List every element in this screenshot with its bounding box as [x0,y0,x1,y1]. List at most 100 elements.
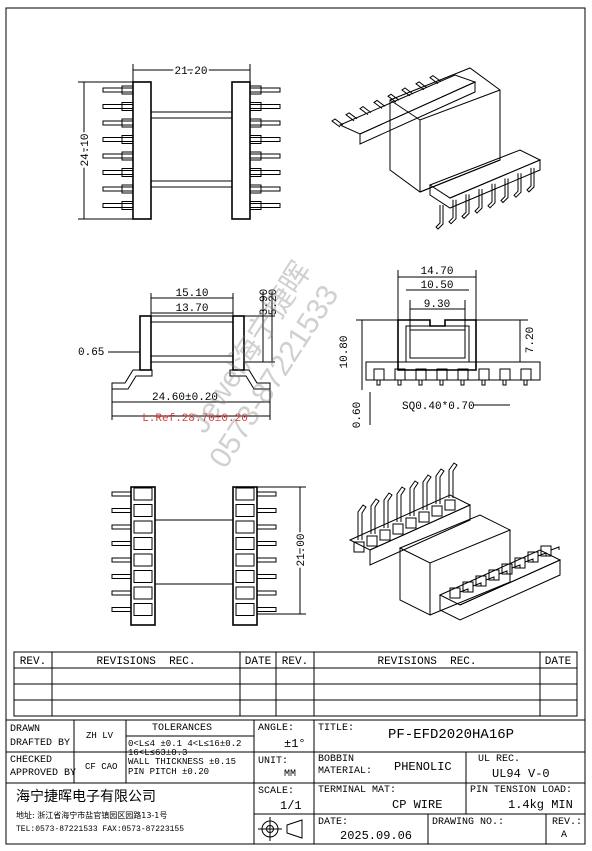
tolerance-line: PIN PITCH ±0.20 [128,767,210,777]
dimension-label: 24.10 [80,133,92,166]
iso2-pin-slot [405,517,417,529]
ul-value: UL94 V-0 [492,767,550,781]
pin-base [249,118,262,128]
pin-base [249,102,262,111]
pin-slot [373,368,385,381]
pin-base [121,118,134,128]
pin-slot [235,504,255,517]
iso2-bottom-pins [449,545,560,599]
iso2-pin [435,468,445,504]
iso2-bottom-flange [438,549,562,606]
pin-base [121,85,134,95]
front-view-window [409,329,466,359]
revision-table: REV. REVISIONS REC. DATE REV. REVISIONS … [13,651,578,717]
tolerance-line: 0<L≤4 ±0.1 4<L≤16±0.2 [128,739,242,749]
approved-label: APPROVED BY [10,768,77,779]
front-view-base [365,361,541,381]
iso-pin [435,205,444,230]
iso2-pin [383,492,393,528]
approved-value: CF CAO [85,762,118,772]
company-name: 海宁捷晖电子有限公司 [16,789,156,805]
iso-pin [331,118,344,128]
dimension-label: 10.80 [339,335,351,368]
pin [397,379,402,386]
pin [249,170,281,175]
pin [502,379,507,386]
pin-base [121,102,134,111]
terminal-value: CP WIRE [392,798,443,812]
bottom-view-right-pins [235,487,277,616]
pin [102,153,134,159]
pin [111,491,132,497]
pin-slot [133,487,153,501]
drawing-border [5,7,586,845]
top-view-left-flange [132,81,152,220]
dimension-label: SQ0.40*0.70 [402,401,475,413]
iso2-top-pins [353,462,458,553]
pin [102,104,134,109]
pin [256,607,277,612]
dimension-label: 21.20 [174,66,207,78]
dimension-label: 14.70 [420,266,453,278]
dimension-label: 0.60 [352,402,364,428]
iso-pin [487,183,496,209]
pin [111,557,132,563]
dimension-label: 15.10 [175,288,208,300]
pin [111,590,132,596]
front-view-window-outer [405,325,470,363]
iso2-pin-slot [392,523,404,535]
angle-label: ANGLE: [258,723,295,734]
iso2-pin-slot [488,569,500,581]
projection-symbol-icon [258,817,303,841]
pin [523,379,528,386]
pin-slot [133,586,153,600]
pin [249,104,281,109]
pin [249,87,281,93]
pin-slot [235,586,255,600]
pin [376,379,381,386]
revision-header: REVISIONS REC. [96,656,195,668]
pin [102,137,134,142]
iso-bottom-flange-side [429,159,541,209]
pin [256,491,277,497]
iso-bottom-pins [435,167,535,230]
iso2-pin-slot [366,535,378,547]
pin-slot [520,368,532,381]
isometric-view-top [331,67,542,230]
iso-pin [415,81,428,91]
dimension-label: 13.70 [175,303,208,315]
drafted-label: DRAFTED BY [10,738,71,749]
iso-pin [526,167,535,193]
iso2-pin [550,546,560,551]
pin-slot [478,368,490,381]
iso2-top-flange-side [369,504,471,566]
iso2-bottom-flange-side [439,559,561,621]
company-contact: TEL:0573-87221533 FAX:0573-87223155 [16,825,185,834]
pin-slot [235,553,255,567]
pin-base [249,168,262,177]
top-view-right-flange [231,81,251,220]
pin [439,379,444,386]
pin [249,203,281,208]
pin-base [121,151,134,161]
pin [102,203,134,208]
iso-pin [345,112,358,122]
pin [481,379,486,386]
side-view-right-pin [229,369,271,390]
bottom-view-left-pins [111,487,153,616]
dimension-label: 9.30 [424,299,450,311]
top-view: 21.20 24.10 [78,64,281,220]
scale-label: SCALE: [258,786,295,797]
date-label: DATE: [318,817,349,828]
drawing-title: PF-EFD2020HA16P [388,727,515,743]
revision-header: DATE [245,656,272,668]
pin [256,590,277,596]
iso2-pin-slot [527,551,539,563]
top-view-left-pins [102,85,134,210]
pin [249,120,281,126]
pin-slot [235,570,255,583]
iso2-pin [448,462,458,498]
checked-label: CHECKED [10,755,53,766]
iso2-pin-slot [449,587,461,599]
iso-pin [429,74,442,84]
